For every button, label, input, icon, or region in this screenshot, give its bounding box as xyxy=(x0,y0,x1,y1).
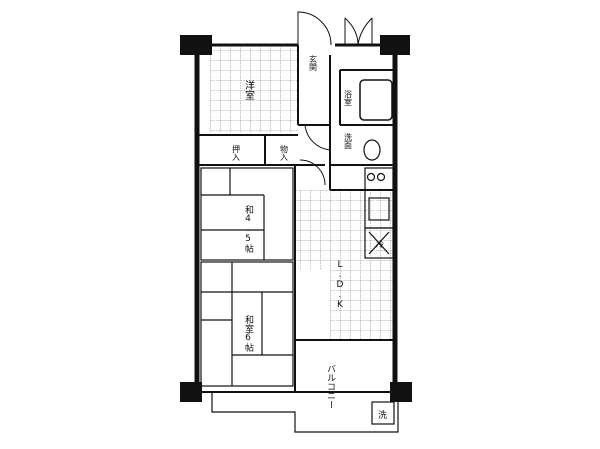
ldk-floor-upper xyxy=(295,190,393,270)
label-bathroom: 浴室 xyxy=(344,89,353,106)
bathtub xyxy=(359,79,393,121)
label-closet-right: 物入 xyxy=(280,144,289,161)
label-japanese-small: 和4.5帖 xyxy=(243,205,254,254)
tatami-4-5 xyxy=(200,167,294,261)
toilet xyxy=(363,139,381,161)
label-fridge: 冷 xyxy=(376,239,384,249)
structural-columns xyxy=(180,35,412,402)
label-entrance: 玄関 xyxy=(309,54,318,72)
label-washer: 洗 xyxy=(378,409,387,421)
kitchen-counter xyxy=(364,167,394,259)
interior-walls xyxy=(197,45,395,392)
door-swings xyxy=(297,11,373,186)
label-washroom: 洗面 xyxy=(344,132,353,150)
label-closet-left: 押入 xyxy=(232,144,241,161)
ldk-floor-lower xyxy=(330,260,393,340)
balcony-outline xyxy=(211,392,399,433)
western-room-floor xyxy=(210,45,298,133)
label-japanese-large: 和室6帖 xyxy=(243,315,254,353)
label-western-room: 洋室 xyxy=(243,79,255,100)
label-balcony: バルコニー xyxy=(325,364,336,409)
label-ldk: L.D.K xyxy=(335,260,345,310)
tatami-6 xyxy=(200,261,294,387)
